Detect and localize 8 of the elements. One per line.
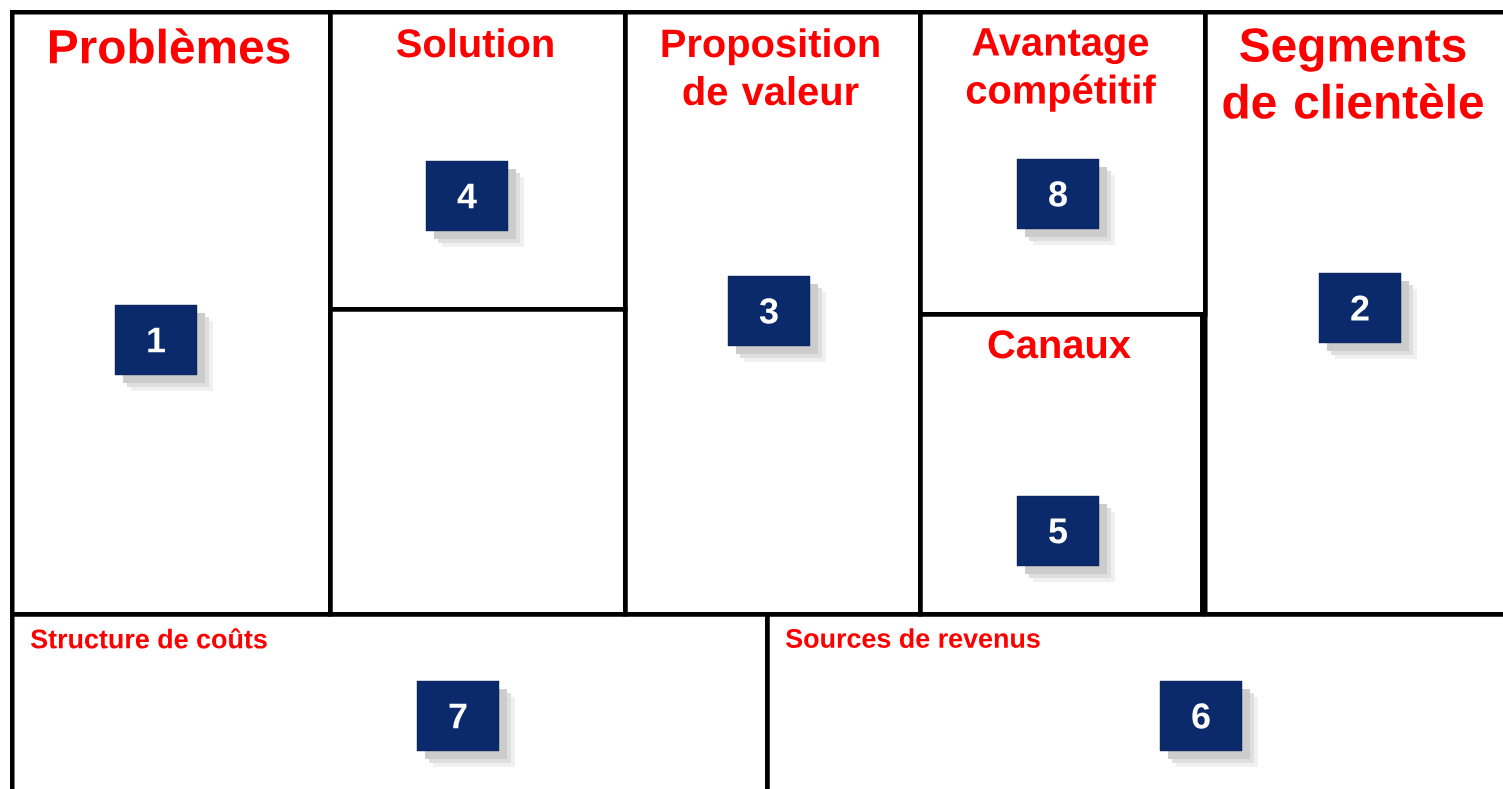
number-badge: 3 <box>727 275 826 362</box>
number-badge: 4 <box>425 160 524 247</box>
number-badge: 6 <box>1159 680 1258 767</box>
number-badge: 1 <box>114 304 213 391</box>
number-badge: 8 <box>1016 158 1115 245</box>
number-badge: 2 <box>1318 272 1417 359</box>
number-badge: 7 <box>416 680 515 767</box>
number-badge: 5 <box>1016 495 1115 582</box>
